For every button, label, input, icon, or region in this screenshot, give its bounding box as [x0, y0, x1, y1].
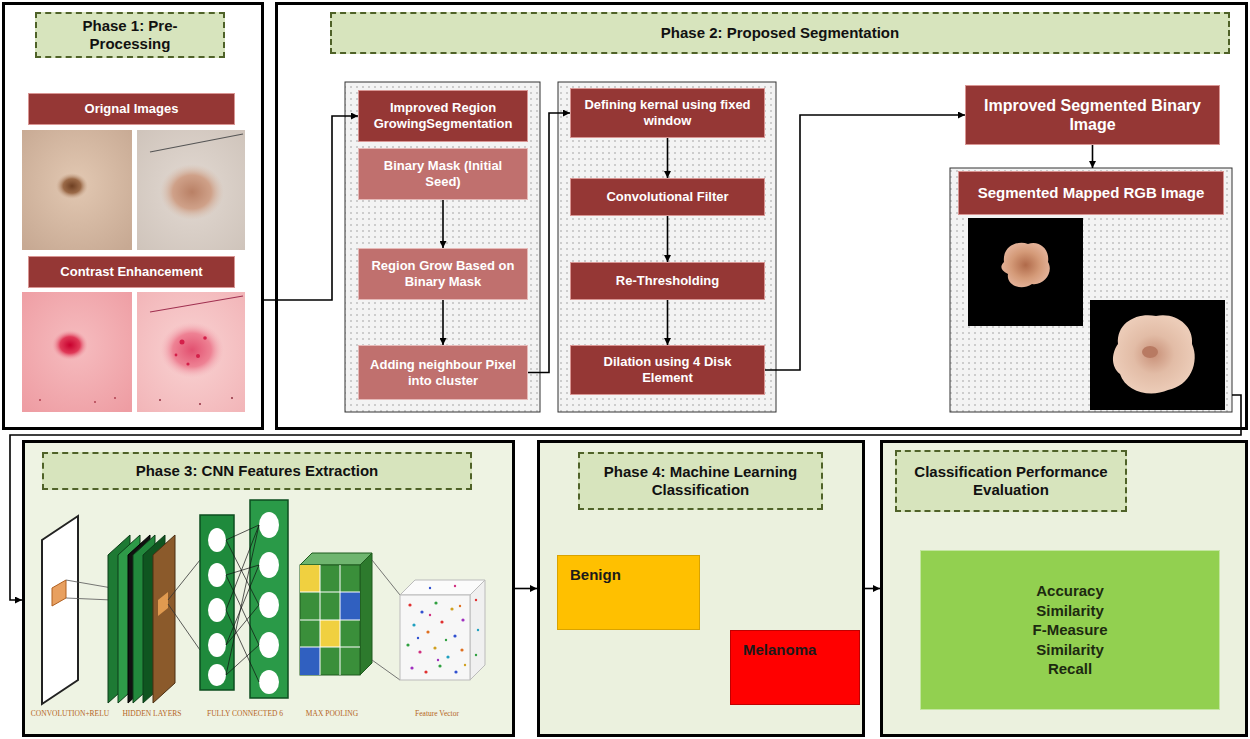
connector-arrow: [528, 113, 570, 373]
panel-heading: Phase 1: Pre-Processing: [35, 12, 225, 58]
process-box: Re-Thresholding: [570, 262, 765, 300]
metrics-box: Accuracy Similarity F-Measure Similarity…: [920, 550, 1220, 710]
caption-label: HIDDEN LAYERS: [122, 709, 181, 718]
box-label: Accuracy Similarity F-Measure Similarity…: [929, 581, 1211, 679]
connector-arrow: [865, 588, 880, 590]
box-label: Benign: [570, 566, 621, 584]
connector-arrow: [667, 300, 669, 345]
process-box: Region Grow Based on Binary Mask: [358, 248, 528, 300]
box-label: Region Grow Based on Binary Mask: [367, 258, 519, 289]
box-label: Orignal Images: [85, 101, 179, 117]
process-box: Convolutional Filter: [570, 178, 765, 216]
phase-panel: Classification Performance EvaluationAcc…: [880, 440, 1248, 737]
panel-heading: Phase 4: Machine Learning Classification: [578, 452, 823, 510]
connector-arrow: [765, 115, 965, 370]
panel-heading: Classification Performance Evaluation: [895, 450, 1127, 512]
image-panel: Segmented Mapped RGB Image: [950, 168, 1232, 412]
box-label: Improved Segmented Binary Image: [974, 96, 1211, 134]
class-box: Benign: [557, 555, 700, 630]
process-box: Defining kernal using fixed window: [570, 88, 765, 138]
phase-panel: Phase 1: Pre-ProcessingOrignal ImagesCon…: [2, 2, 264, 430]
caption-label: FULLY CONNECTED 6: [207, 709, 283, 718]
connector-arrow: [1092, 145, 1094, 168]
caption-label: Feature Vector: [415, 709, 459, 718]
caption-label: CONVOLUTION+RELU: [31, 709, 109, 718]
box-label: Defining kernal using fixed window: [579, 97, 756, 128]
phase-panel: Phase 2: Proposed SegmentationImproved R…: [275, 2, 1248, 430]
panel-heading: Phase 2: Proposed Segmentation: [330, 12, 1230, 54]
caption-label: MAX POOLING: [306, 709, 358, 718]
process-box: Improved Segmented Binary Image: [965, 85, 1220, 145]
panel-heading: Phase 3: CNN Features Extraction: [42, 452, 472, 490]
phase-panel: Phase 4: Machine Learning Classification…: [537, 440, 865, 737]
box-label: Dilation using 4 Disk Element: [579, 354, 756, 385]
box-label: Contrast Enhancement: [60, 264, 202, 280]
connector-arrow: [667, 216, 669, 262]
process-box: Binary Mask (Initial Seed): [358, 148, 528, 200]
connector-arrow: [264, 116, 358, 300]
process-box: Improved Region GrowingSegmentation: [358, 90, 528, 142]
box-label: Improved Region GrowingSegmentation: [367, 100, 519, 131]
connector-arrow: [442, 200, 444, 248]
box-label: Adding neighbour Pixel into cluster: [367, 357, 519, 388]
process-box: Adding neighbour Pixel into cluster: [358, 345, 528, 400]
process-box: Dilation using 4 Disk Element: [570, 345, 765, 395]
connector-arrow: [667, 138, 669, 178]
process-box: Orignal Images: [28, 93, 235, 125]
connector-arrow: [442, 300, 444, 345]
panel-heading: Segmented Mapped RGB Image: [958, 171, 1224, 215]
phase-panel: Phase 3: CNN Features Extraction: [22, 440, 515, 737]
box-label: Re-Thresholding: [616, 273, 719, 289]
connector-arrow: [515, 588, 537, 590]
process-box: Contrast Enhancement: [28, 256, 235, 288]
box-label: Convolutional Filter: [606, 189, 728, 205]
class-box: Melanoma: [730, 630, 860, 705]
box-label: Melanoma: [743, 641, 816, 659]
box-label: Binary Mask (Initial Seed): [367, 158, 519, 189]
